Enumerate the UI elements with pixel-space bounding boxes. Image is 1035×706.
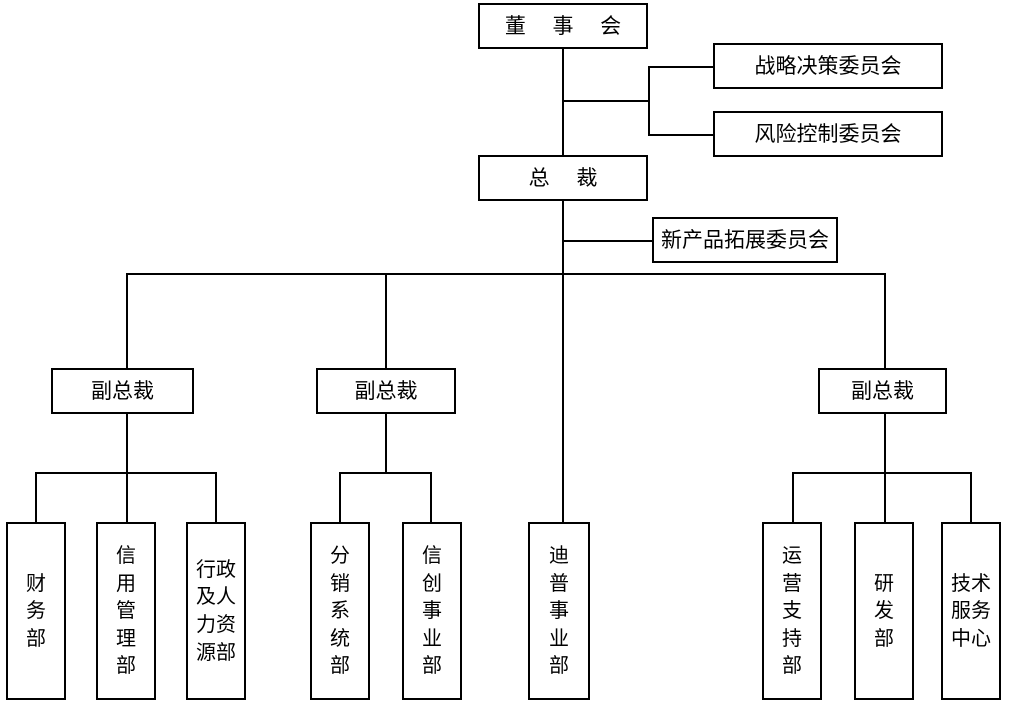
node-vp3[interactable]: 副总裁: [818, 368, 947, 414]
connector-vp1-stem: [126, 414, 128, 473]
connector-vp1-to-hr: [215, 472, 217, 523]
node-vp1[interactable]: 副总裁: [51, 368, 194, 414]
connector-vp3-to-rd: [884, 472, 886, 523]
node-dept-techservice[interactable]: 技术服务中心: [941, 522, 1001, 700]
connector-vp3-stem: [884, 414, 886, 473]
node-dept-credit-label: 信用管理部: [116, 543, 136, 678]
connector-president-stem: [562, 201, 564, 523]
node-dept-techservice-label: 技术服务中心: [951, 570, 991, 650]
connector-bus-to-vp3: [884, 273, 886, 368]
connector-vp1-to-credit: [126, 472, 128, 523]
node-board[interactable]: 董 事 会: [478, 3, 648, 49]
connector-board-stem: [562, 49, 564, 156]
connector-committee-bracket-bar: [648, 66, 650, 136]
node-dept-xinchuang[interactable]: 信创事业部: [402, 522, 462, 700]
node-dept-finance-label: 财务部: [26, 570, 46, 650]
connector-vp2-stem: [385, 414, 387, 473]
connector-bus-to-vp1: [126, 273, 128, 368]
node-committee-risk[interactable]: 风险控制委员会: [713, 111, 943, 157]
node-committee-newproduct[interactable]: 新产品拓展委员会: [652, 217, 838, 263]
connector-vp2-to-distribution: [339, 472, 341, 523]
connector-vp-bus: [126, 273, 886, 275]
node-president[interactable]: 总 裁: [478, 155, 648, 201]
node-dept-distribution[interactable]: 分销系统部: [310, 522, 370, 700]
node-dept-rd[interactable]: 研发部: [854, 522, 914, 700]
node-dept-dptech[interactable]: 迪普事业部: [528, 522, 590, 700]
connector-bracket-to-strategy-committee: [648, 66, 715, 68]
node-dept-operations-label: 运营支持部: [782, 543, 802, 678]
node-committee-strategy[interactable]: 战略决策委员会: [713, 43, 943, 89]
connector-bus-to-vp2: [385, 273, 387, 368]
connector-board-to-committee-bracket: [562, 100, 650, 102]
connector-vp3-to-operations: [792, 472, 794, 523]
connector-vp1-to-finance: [35, 472, 37, 523]
node-vp2[interactable]: 副总裁: [316, 368, 456, 414]
node-dept-operations[interactable]: 运营支持部: [762, 522, 822, 700]
node-dept-distribution-label: 分销系统部: [330, 543, 350, 678]
connector-bracket-to-risk-committee: [648, 134, 715, 136]
node-dept-hr[interactable]: 行政及人力资源部: [186, 522, 246, 700]
node-dept-dptech-label: 迪普事业部: [549, 543, 569, 678]
connector-vp2-bus: [339, 472, 432, 474]
node-dept-xinchuang-label: 信创事业部: [422, 543, 442, 678]
connector-vp3-to-techservice: [970, 472, 972, 523]
connector-vp3-bus: [792, 472, 972, 474]
connector-vp2-to-xinchuang: [430, 472, 432, 523]
connector-president-to-newproduct-committee: [562, 240, 654, 242]
node-dept-hr-label: 行政及人力资源部: [196, 556, 236, 664]
node-dept-rd-label: 研发部: [874, 570, 894, 650]
node-dept-finance[interactable]: 财务部: [6, 522, 66, 700]
node-dept-credit[interactable]: 信用管理部: [96, 522, 156, 700]
